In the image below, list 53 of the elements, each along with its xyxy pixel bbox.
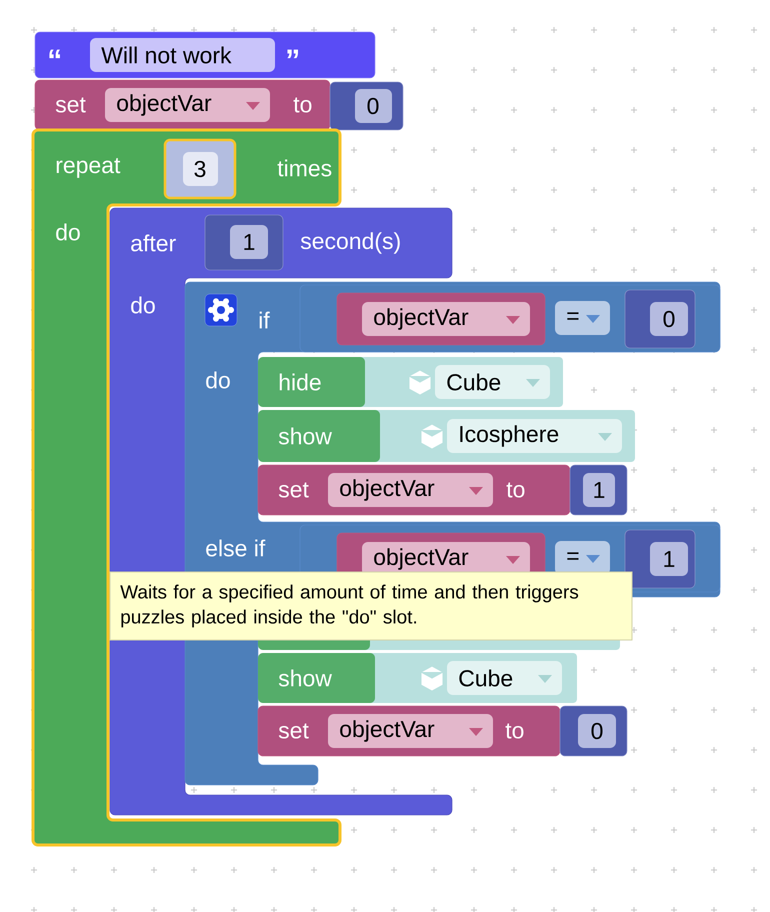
puzzle-block bbox=[204, 214, 284, 270]
puzzle-block bbox=[624, 530, 696, 588]
puzzle-block bbox=[258, 410, 635, 462]
dropdown-field: Cube bbox=[435, 365, 550, 399]
puzzle-block bbox=[258, 357, 563, 407]
puzzle-block bbox=[258, 706, 560, 756]
puzzle-block bbox=[164, 138, 236, 200]
number-field: 1 bbox=[583, 473, 615, 507]
block-label: after bbox=[131, 234, 176, 252]
block-label: set bbox=[56, 97, 86, 113]
dropdown-field: objectVar bbox=[362, 302, 530, 336]
number-field: 0 bbox=[355, 89, 392, 123]
number-field: 3 bbox=[183, 152, 218, 186]
block-label: hide bbox=[280, 374, 321, 390]
number-field: 1 bbox=[650, 542, 688, 576]
dropdown-field: objectVar bbox=[328, 714, 493, 748]
dropdown-field: Icosphere bbox=[447, 419, 622, 453]
block-label: if bbox=[260, 312, 270, 328]
puzzle-block bbox=[34, 80, 330, 130]
block-label: else if bbox=[206, 540, 266, 556]
text-field: Will not work bbox=[90, 38, 275, 72]
block-label: do bbox=[206, 372, 230, 388]
dropdown-field: = bbox=[555, 541, 610, 575]
puzzle-block bbox=[34, 32, 376, 78]
block-label: repeat bbox=[56, 158, 120, 178]
puzzle-block bbox=[330, 82, 404, 130]
quote-mark: “ bbox=[49, 50, 60, 58]
block-label: to bbox=[294, 97, 312, 113]
puzzle-block bbox=[570, 464, 628, 516]
puzzle-block bbox=[336, 292, 546, 346]
dropdown-field: objectVar bbox=[328, 473, 493, 507]
block-label: times bbox=[278, 160, 332, 176]
block-label: set bbox=[278, 723, 309, 739]
puzzle-block bbox=[258, 653, 577, 703]
quote-mark: ” bbox=[287, 50, 298, 58]
puzzle-block bbox=[560, 706, 628, 756]
block-label: to bbox=[506, 482, 524, 498]
tooltip: Waits for a specified amount of time and then triggers puzzles placed inside the "do" slot. bbox=[110, 572, 632, 640]
block-label: show bbox=[278, 428, 332, 444]
block-label: to bbox=[506, 723, 524, 739]
number-field: 0 bbox=[650, 302, 688, 336]
block-label: show bbox=[278, 670, 332, 686]
block-label: do bbox=[131, 296, 155, 314]
block-label: set bbox=[278, 482, 309, 498]
dropdown-field: objectVar bbox=[105, 88, 270, 122]
number-field: 0 bbox=[578, 714, 616, 748]
puzzle-block bbox=[624, 290, 696, 348]
puzzle-block bbox=[258, 464, 570, 516]
block-label: second(s) bbox=[300, 232, 400, 254]
number-field: 1 bbox=[230, 225, 268, 259]
block-label: do bbox=[56, 224, 80, 240]
dropdown-field: = bbox=[555, 301, 610, 335]
dropdown-field: Cube bbox=[447, 661, 562, 695]
